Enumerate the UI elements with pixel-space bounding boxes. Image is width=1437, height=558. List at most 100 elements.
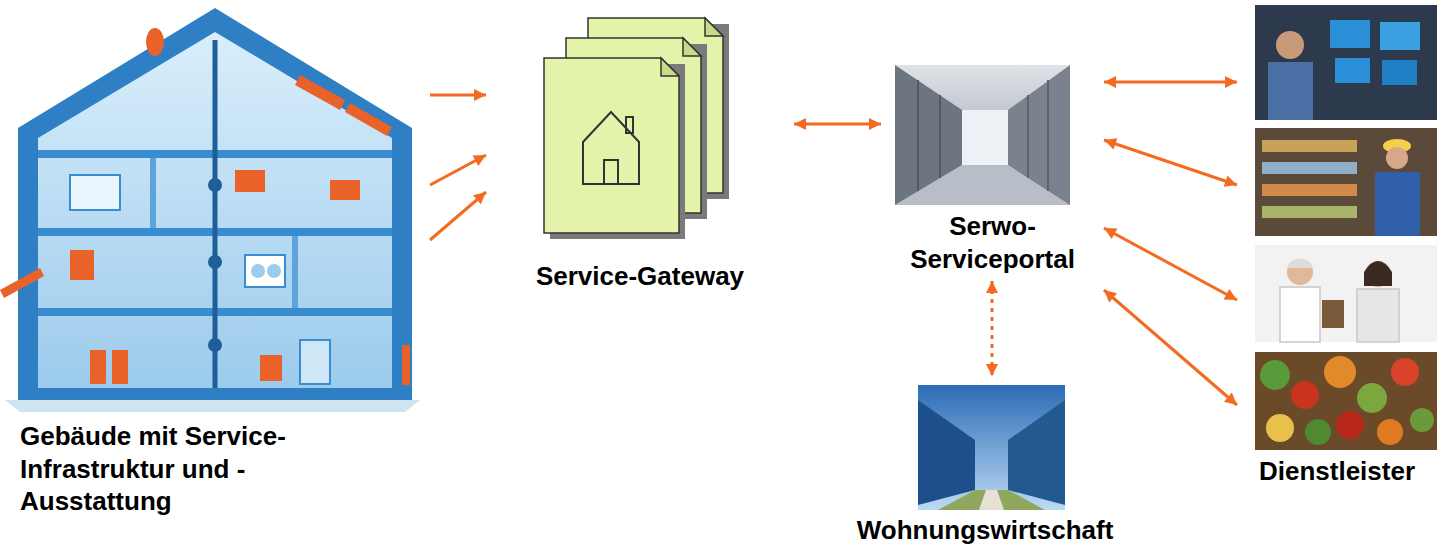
provider-photos bbox=[1255, 5, 1437, 450]
house-icon bbox=[583, 112, 639, 184]
glass-building bbox=[1008, 400, 1065, 505]
page-fold bbox=[683, 38, 701, 56]
monitor bbox=[1382, 60, 1417, 85]
house-icon-chimney bbox=[626, 117, 633, 133]
vegetable bbox=[1305, 419, 1331, 445]
path bbox=[979, 490, 1004, 510]
page-fold bbox=[705, 18, 723, 36]
photo-ground bbox=[918, 385, 1065, 510]
appliance bbox=[245, 255, 285, 287]
clipboard bbox=[1322, 300, 1344, 328]
photo-ground bbox=[1255, 5, 1437, 120]
photo-ground bbox=[1255, 245, 1437, 342]
house-icon-door bbox=[604, 160, 618, 184]
rack-line bbox=[1047, 80, 1049, 191]
portal-node: Serwo- Serviceportal bbox=[881, 60, 1104, 275]
arrow bbox=[794, 123, 881, 126]
antenna bbox=[146, 28, 164, 56]
shelf bbox=[1262, 162, 1357, 174]
server-room-photo bbox=[895, 65, 1070, 205]
rack-line bbox=[917, 80, 919, 191]
device bbox=[70, 250, 94, 280]
appliance-dial bbox=[267, 264, 281, 278]
house-ground bbox=[5, 400, 420, 412]
node-label: Service-Gateway bbox=[486, 260, 794, 293]
person-body bbox=[1357, 289, 1399, 342]
gateway-pages bbox=[544, 18, 729, 239]
arrow bbox=[1104, 140, 1237, 185]
shelf bbox=[1262, 206, 1357, 218]
house-pipe-node bbox=[208, 178, 222, 192]
person-hair bbox=[1287, 259, 1313, 268]
vegetable bbox=[1291, 381, 1319, 409]
page bbox=[544, 58, 679, 233]
shelf bbox=[1262, 184, 1357, 196]
person-hair bbox=[1364, 261, 1392, 286]
device bbox=[260, 355, 282, 381]
buildings-photo bbox=[918, 385, 1065, 510]
building-node: Gebäude mit Service- Infrastruktur und -… bbox=[0, 0, 430, 518]
heater bbox=[112, 350, 128, 384]
vegetable bbox=[1391, 358, 1419, 386]
person-body bbox=[1280, 287, 1320, 342]
person-body bbox=[1375, 172, 1420, 236]
house-pipe-node bbox=[208, 338, 222, 352]
person-head bbox=[1287, 259, 1313, 285]
monitor bbox=[1335, 58, 1370, 83]
arrow bbox=[430, 192, 486, 240]
vegetable bbox=[1377, 419, 1403, 445]
person-body bbox=[1268, 62, 1313, 120]
arrow bbox=[430, 155, 486, 185]
monitor bbox=[1380, 22, 1420, 50]
monitor bbox=[1330, 20, 1370, 48]
vegetable bbox=[1266, 414, 1294, 442]
solar-panel bbox=[295, 75, 345, 110]
corridor-light bbox=[962, 110, 1008, 165]
person-head bbox=[1276, 31, 1304, 59]
housing-node: Wohnungswirtschaft bbox=[826, 382, 1144, 547]
photo-ground bbox=[1255, 128, 1437, 236]
arrow bbox=[1104, 81, 1237, 84]
house-illustration bbox=[0, 8, 420, 412]
rack-line bbox=[1027, 95, 1029, 178]
house-interior bbox=[38, 32, 392, 388]
heater bbox=[90, 350, 106, 384]
person-head bbox=[1386, 147, 1408, 169]
cabinet bbox=[300, 340, 330, 384]
node-label: Dienstleister bbox=[1237, 455, 1437, 488]
shelf bbox=[1262, 140, 1357, 152]
page-fold bbox=[661, 58, 679, 76]
arrow bbox=[1104, 290, 1237, 405]
rack-line bbox=[939, 95, 941, 178]
gateway-node: Service-Gateway bbox=[486, 10, 794, 293]
arrow bbox=[1104, 228, 1237, 300]
device bbox=[235, 170, 265, 192]
outside-pipe bbox=[0, 268, 44, 298]
vegetable bbox=[1410, 408, 1434, 432]
photo-ground bbox=[1255, 352, 1437, 450]
lawn bbox=[938, 490, 1045, 510]
device bbox=[330, 180, 360, 200]
node-label: Serwo- Serviceportal bbox=[881, 210, 1104, 275]
dotted-arrow bbox=[991, 281, 994, 376]
person-head bbox=[1365, 261, 1391, 287]
outside-pipe bbox=[402, 345, 410, 385]
provider-node: Dienstleister bbox=[1237, 0, 1437, 488]
glass-building bbox=[918, 400, 975, 505]
vegetable bbox=[1260, 360, 1290, 390]
vegetable bbox=[1324, 356, 1356, 388]
vegetable bbox=[1357, 383, 1387, 413]
window bbox=[70, 175, 120, 210]
corridor-floor bbox=[895, 165, 1070, 205]
house-shell bbox=[18, 8, 412, 400]
house-wall bbox=[292, 236, 298, 308]
house-pipe-node bbox=[208, 255, 222, 269]
vegetable bbox=[1336, 411, 1364, 439]
node-label: Wohnungswirtschaft bbox=[826, 514, 1144, 547]
appliance-dial bbox=[251, 264, 265, 278]
solar-panel bbox=[345, 103, 392, 136]
house-pipe bbox=[213, 40, 218, 388]
photo-ground bbox=[895, 65, 1070, 205]
arrow bbox=[430, 94, 486, 97]
